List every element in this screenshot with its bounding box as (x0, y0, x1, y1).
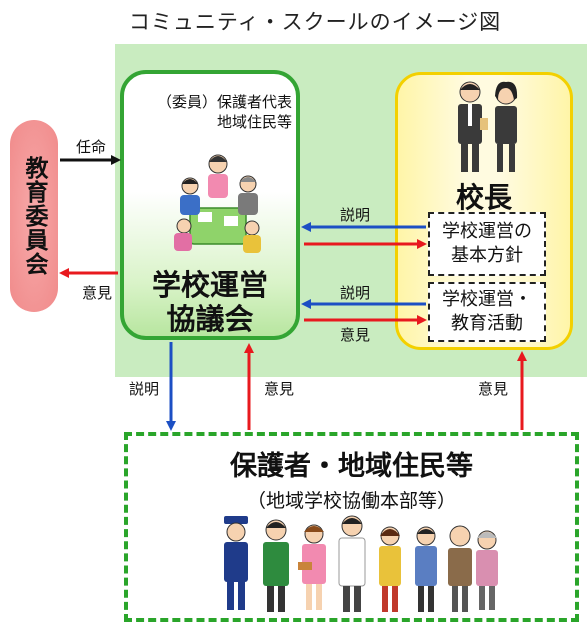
diagram-title: コミュニティ・スクールのイメージ図 (128, 10, 502, 34)
stakeholders-title: 保護者・地域住民等 (230, 451, 473, 482)
woman (379, 526, 401, 612)
stakeholders-subtitle: （地域学校協働本部等） (246, 490, 456, 512)
council-members-label: （委員）保護者代表 地域住民等 (152, 92, 292, 132)
shopkeeper (263, 519, 289, 612)
council-members-line2: 地域住民等 (216, 113, 292, 131)
stake-opinion-council-label: 意見 (264, 380, 295, 398)
principal-explain-label-2: 説明 (340, 284, 371, 302)
principal-illustration (458, 81, 518, 172)
board-of-education: 教育委員会 (10, 120, 58, 312)
basic-policy-box: 学校運営の 基本方針 (428, 212, 546, 276)
principal-explain-label-1: 説明 (340, 206, 371, 224)
council-title-line1: 学校運営 (151, 268, 268, 302)
activity-line2: 教育活動 (451, 313, 523, 334)
education-activity-box: 学校運営・ 教育活動 (428, 282, 546, 342)
principal-title: 校長 (455, 181, 512, 214)
appoint-label: 任命 (76, 138, 107, 156)
elderly-woman (476, 530, 498, 610)
stake-opinion-principal-label: 意見 (478, 380, 509, 398)
doctor (338, 515, 366, 612)
council-members-line1: （委員）保護者代表 (156, 93, 292, 111)
school-council-box (120, 70, 300, 340)
policy-line2: 基本方針 (451, 245, 523, 266)
baker (298, 524, 326, 610)
board-opinion-label: 意見 (82, 284, 113, 302)
elderly-man (448, 525, 472, 612)
activity-line1: 学校運営・ (442, 289, 532, 310)
council-meeting-illustration (174, 154, 261, 253)
school-council-title: 学校運営 協議会 (122, 268, 298, 336)
council-opinion-label: 意見 (340, 326, 371, 344)
council-title-line2: 協議会 (166, 302, 254, 336)
community-people-illustration (224, 515, 498, 612)
man (415, 526, 437, 612)
board-of-education-label: 教育委員会 (21, 156, 47, 276)
council-explain-down-label: 説明 (129, 380, 160, 398)
policy-line1: 学校運営の (442, 221, 532, 242)
police-officer (224, 516, 248, 610)
